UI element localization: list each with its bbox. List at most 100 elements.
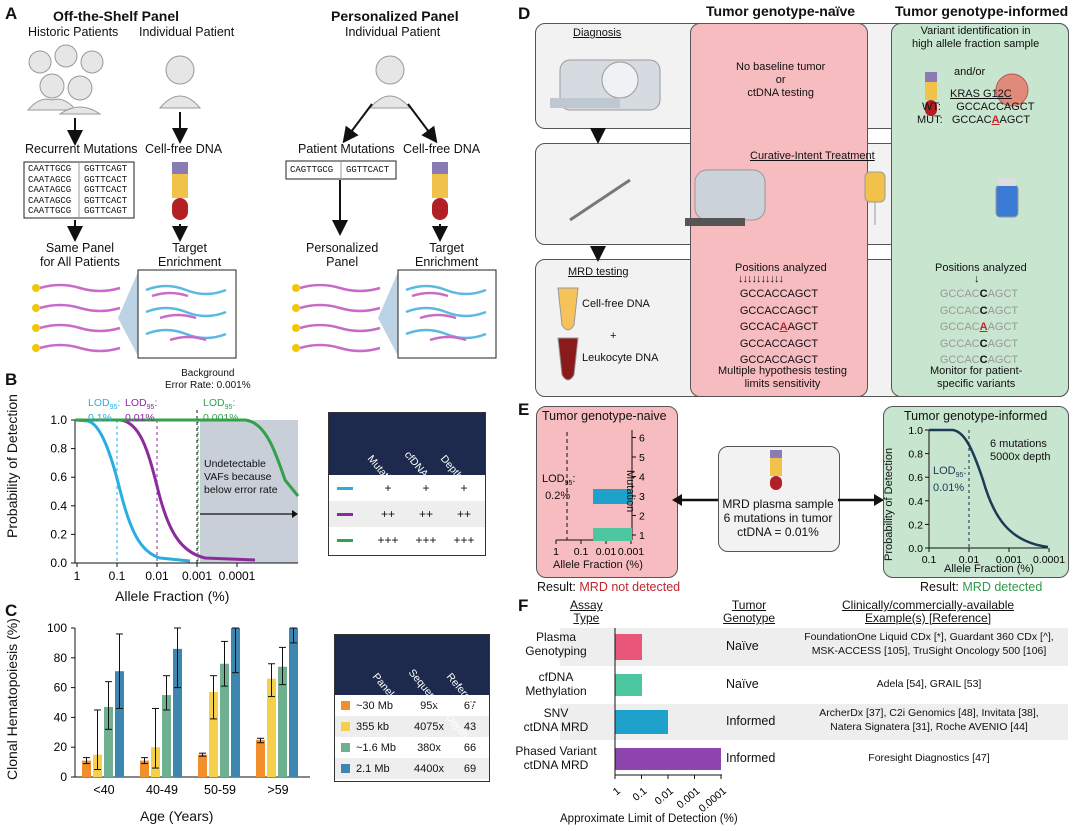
f-example-line2: Natera Signatera [31], Roche AVENIO [44] — [830, 721, 1028, 733]
personalized-title: Personalized Panel — [331, 8, 459, 24]
f-genotype: Informed — [726, 714, 776, 728]
e-naive-ytick-label: 5 — [639, 452, 645, 464]
naive-bar-3 — [593, 489, 632, 504]
lod-green-label: LOD95:0.001% — [203, 397, 239, 425]
b-table-cell: + — [384, 481, 392, 495]
b-ytick-label: 0.4 — [50, 499, 67, 513]
c-xtick-label: <40 — [93, 783, 114, 797]
naive-e-title: Tumor genotype-naive — [542, 409, 667, 423]
f-examples: Adela [54], GRAIL [53] — [790, 677, 1068, 691]
c-legend-swatch — [341, 722, 350, 731]
e-inf-ytick-label: 0.6 — [908, 472, 923, 484]
c-table-cell: ~30 Mb — [356, 699, 393, 712]
mrd-testing-label: MRD testing — [568, 266, 629, 278]
f-genotype: Naïve — [726, 639, 759, 653]
informed-e-title: Tumor genotype-informed — [904, 409, 1048, 423]
individual-patient-label-2: Individual Patient — [345, 25, 441, 39]
e-inf-xtick-label: 0.001 — [996, 554, 1022, 566]
c-bar — [198, 754, 207, 777]
c-ytick-label: 80 — [54, 651, 68, 665]
b-table-row: ++++++ — [329, 501, 485, 527]
c-table-cell: 380x — [417, 741, 441, 754]
informed-curve — [929, 428, 1049, 549]
c-legend-swatch — [341, 764, 350, 773]
positions-informed-label: Positions analyzed — [935, 262, 1027, 274]
leukocyte-label: Leukocyte DNA — [582, 352, 659, 364]
informed-seqs: GCCACCAGCT GCCACCAGCT GCCACAAGCT GCCACCA… — [939, 288, 1019, 366]
b-ytick-label: 0.8 — [50, 442, 67, 456]
c-table-cell: 4075x — [414, 720, 444, 733]
informed-lod-label: LOD95:0.01% — [933, 465, 967, 495]
curve-green — [75, 418, 300, 497]
blood-tube-icon-2 — [432, 162, 448, 220]
leukocyte-tube-icon — [557, 337, 579, 381]
naive-arrows: ↓↓↓↓↓↓↓↓↓↓ — [738, 273, 784, 285]
panel-a-label: A — [5, 4, 18, 23]
f-xlabel: Approximate Limit of Detection (%) — [560, 813, 738, 825]
panel-c-xlabel: Age (Years) — [140, 808, 214, 824]
people-group-icon — [26, 44, 104, 115]
wt-row: WT: GCCACCAGCT — [922, 101, 1035, 113]
c-bar — [278, 666, 287, 777]
e-inf-ytick-label: 0.0 — [908, 543, 923, 555]
patient-icon — [158, 55, 202, 109]
b-table-row: +++ — [329, 475, 485, 501]
andor-label: and/or — [954, 66, 986, 78]
e-naive-xtick-label: 0.1 — [574, 546, 589, 558]
b-table-cell: + — [422, 481, 430, 495]
b-table-cell: ++ — [418, 507, 433, 521]
kras-label: KRAS G12C — [950, 88, 1012, 100]
c-table-cell: 355 kb — [356, 720, 390, 733]
c-table-cell: 2.1 Mb — [356, 762, 390, 775]
informed-result: Result: MRD detected — [920, 580, 1043, 594]
e-naive-ytick-label: 6 — [639, 433, 645, 445]
c-legend-swatch — [341, 701, 350, 710]
curative-label: Curative-Intent Treatment — [750, 150, 875, 162]
b-xtick-label: 0.1 — [109, 569, 126, 583]
b-table-cell: ++ — [456, 507, 471, 521]
c-ytick-label: 60 — [54, 681, 68, 695]
probes-right-icon — [292, 283, 381, 353]
c-bar — [256, 739, 265, 777]
f-assay-line1: SNV — [543, 706, 569, 720]
f-xtick-label: 0.0001 — [697, 785, 729, 815]
cfdna-label-2: Cell-free DNA — [403, 142, 481, 156]
b-table-rows: ++++++++++++++++++ — [329, 475, 485, 553]
tube-icon — [925, 72, 937, 116]
b-legend-swatch — [337, 512, 353, 516]
f-xtick-label: 0.01 — [653, 785, 676, 807]
f-assay-line2: ctDNA MRD — [523, 758, 589, 772]
c-bar — [173, 648, 182, 777]
b-table-header: Mutations cfDNA Input Depth — [329, 413, 485, 500]
c-table-cell: 95x — [420, 699, 438, 712]
c-bar — [115, 671, 124, 777]
panel-d-graphics — [550, 59, 1029, 381]
f-assay-line1: Plasma — [535, 630, 576, 644]
sample-tube-icon — [770, 450, 782, 490]
curve-blue — [74, 418, 191, 563]
c-table-cell: ~1.6 Mb — [356, 741, 397, 754]
f-genotype: Naïve — [726, 677, 759, 691]
panel-f-label: F — [518, 596, 529, 615]
e-inf-ytick-label: 0.2 — [908, 519, 923, 531]
iv-bag-icon — [864, 171, 886, 225]
f-bar — [615, 710, 668, 734]
diagnosis-label: Diagnosis — [573, 27, 622, 39]
informed-arrow: ↓ — [974, 273, 980, 285]
f-assay-line2: Genotyping — [525, 644, 587, 658]
